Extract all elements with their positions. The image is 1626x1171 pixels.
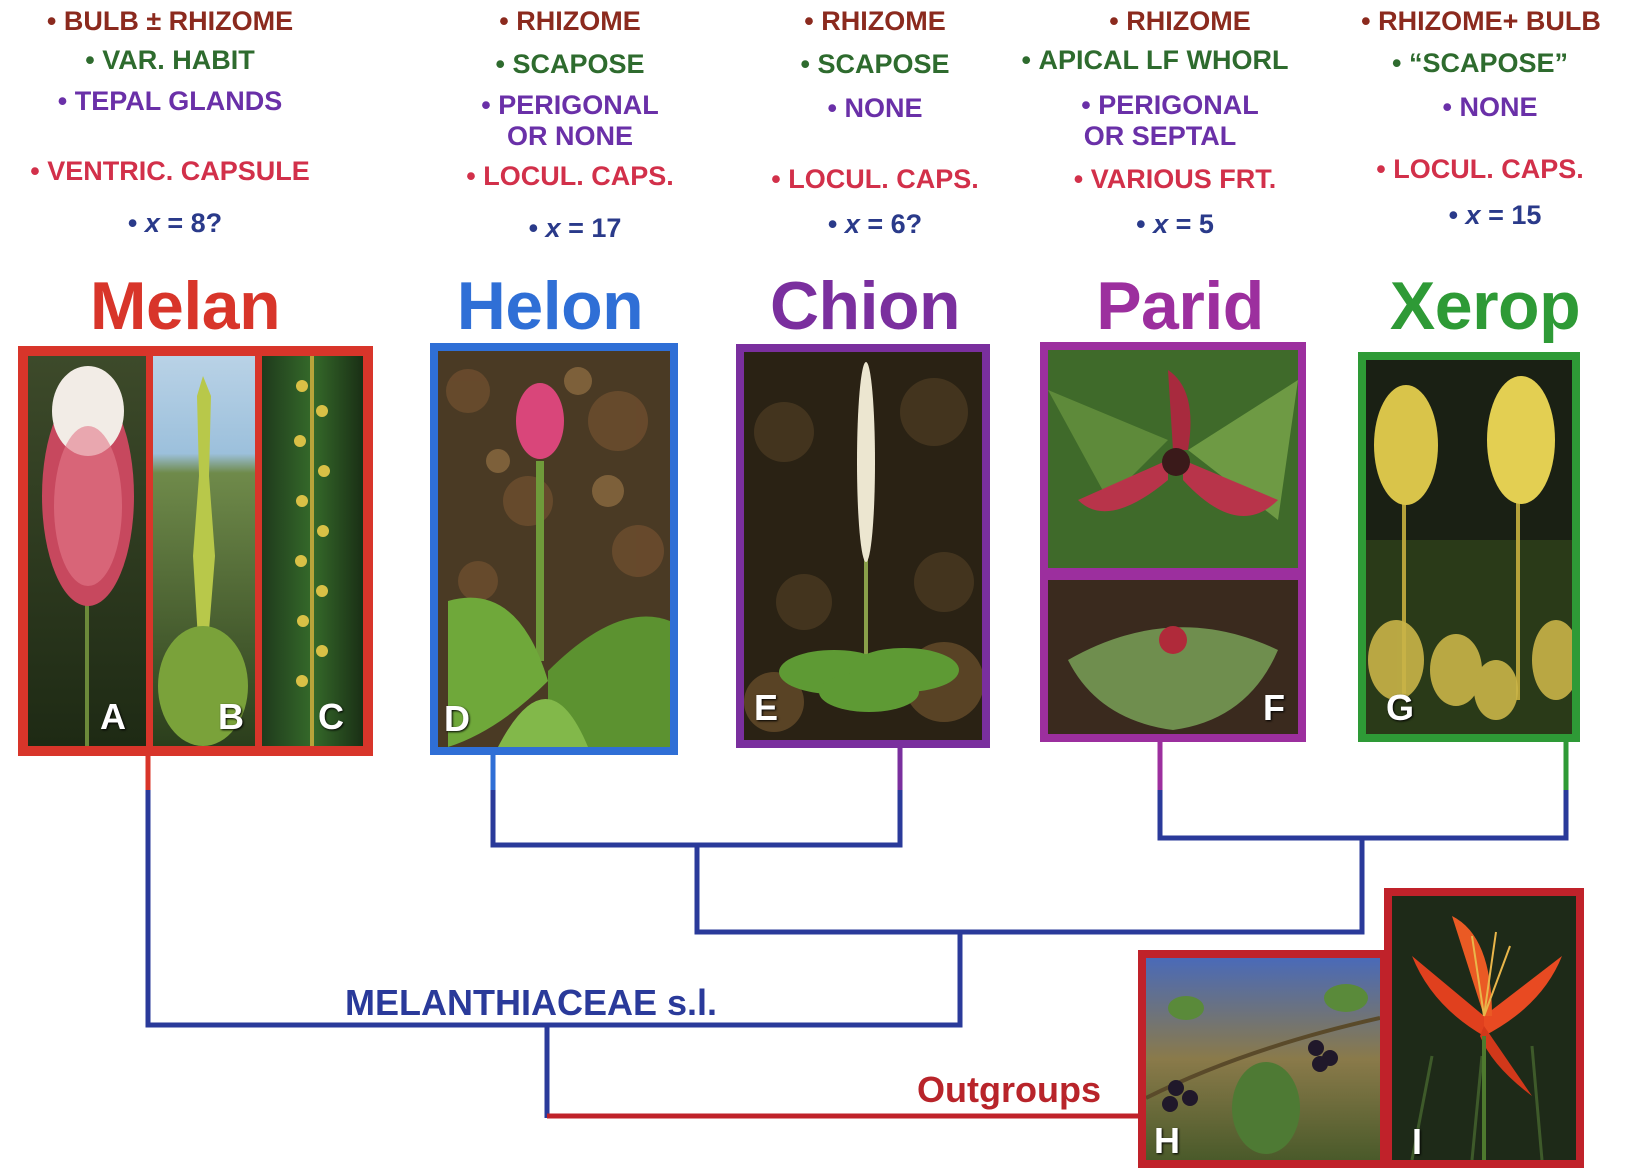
helon-trait-fruit: LOCUL. CAPS.	[420, 163, 720, 190]
xerop-photo-frame: G	[1358, 352, 1580, 742]
parid-photo-frame: F	[1040, 342, 1306, 742]
chion-trait-fruit: LOCUL. CAPS.	[715, 166, 1035, 193]
parid-trait-habit: RHIZOME	[1020, 8, 1340, 35]
chion-chromosome-number: • x = 6?	[760, 211, 990, 238]
melan-trait-fruit: VENTRIC. CAPSULE	[0, 158, 340, 185]
helon-trait-stem: SCAPOSE	[420, 51, 720, 78]
melan-trait-stem: VAR. HABIT	[20, 47, 320, 74]
chion-trait-habit: RHIZOME	[725, 8, 1025, 35]
helon-trait-habit: RHIZOME	[420, 8, 720, 35]
photo-f-top	[1048, 350, 1298, 568]
clade-name-xerop: Xerop	[1365, 272, 1605, 340]
photo-h: H	[1146, 958, 1380, 1160]
xerop-trait-stem: “SCAPOSE”	[1350, 50, 1610, 77]
xerop-trait-fruit: LOCUL. CAPS.	[1340, 156, 1620, 183]
photo-d: D	[438, 351, 670, 747]
chion-trait-glands: NONE	[725, 95, 1025, 122]
parid-chromosome-number: • x = 5	[1060, 211, 1290, 238]
photo-label-a: A	[100, 699, 126, 735]
photo-label-e: E	[754, 690, 778, 726]
photo-b: B	[153, 356, 255, 746]
xerop-trait-glands: NONE	[1370, 94, 1610, 121]
parid-xerop-branch	[1160, 790, 1566, 838]
helon-trait-glands-cont: OR NONE	[420, 123, 720, 150]
parid-trait-glands: PERIGONAL	[1020, 92, 1320, 119]
parid-trait-fruit: VARIOUS FRT.	[1015, 166, 1335, 193]
melan-chromosome-number: • x = 8?	[60, 210, 290, 237]
photo-c: C	[262, 356, 363, 746]
photo-label-g: G	[1386, 690, 1414, 726]
photo-label-i: I	[1412, 1124, 1422, 1160]
photo-label-d: D	[444, 701, 470, 737]
chion-trait-stem: SCAPOSE	[725, 51, 1025, 78]
helon-chromosome-number: • x = 17	[460, 215, 690, 242]
helon-photo-frame: D	[430, 343, 678, 755]
outgroups-label: Outgroups	[917, 1072, 1101, 1108]
photo-e: E	[744, 352, 982, 740]
xerop-chromosome-number: • x = 15	[1380, 202, 1610, 229]
core-branch	[697, 838, 1362, 932]
photo-label-c: C	[318, 699, 344, 735]
photo-label-f: F	[1263, 690, 1285, 726]
photo-a: A	[28, 356, 146, 746]
helon-chion-branch	[493, 790, 900, 845]
clade-name-helon: Helon	[420, 272, 680, 340]
photo-f-bottom: F	[1048, 580, 1298, 734]
photo-label-h: H	[1154, 1123, 1180, 1159]
photo-i: I	[1392, 896, 1576, 1160]
clade-name-melan: Melan	[60, 272, 310, 340]
melan-trait-glands: TEPAL GLANDS	[20, 88, 320, 115]
outgroup-photo-frame-h: H	[1138, 950, 1388, 1168]
xerop-trait-habit: RHIZOME+ BULB	[1336, 8, 1626, 35]
family-label: MELANTHIACEAE s.l.	[345, 985, 717, 1021]
helon-trait-glands: PERIGONAL	[420, 92, 720, 119]
outgroup-photo-frame-i: I	[1384, 888, 1584, 1168]
photo-g: G	[1366, 360, 1572, 734]
melan-trait-habit: BULB ± RHIZOME	[20, 8, 320, 35]
clade-name-parid: Parid	[1060, 272, 1300, 340]
photo-label-b: B	[218, 699, 244, 735]
parid-trait-stem: APICAL LF WHORL	[990, 47, 1320, 74]
chion-photo-frame: E	[736, 344, 990, 748]
melan-photo-frame: A B	[18, 346, 373, 756]
parid-trait-glands-cont: OR SEPTAL	[1010, 123, 1310, 150]
clade-name-chion: Chion	[745, 272, 985, 340]
